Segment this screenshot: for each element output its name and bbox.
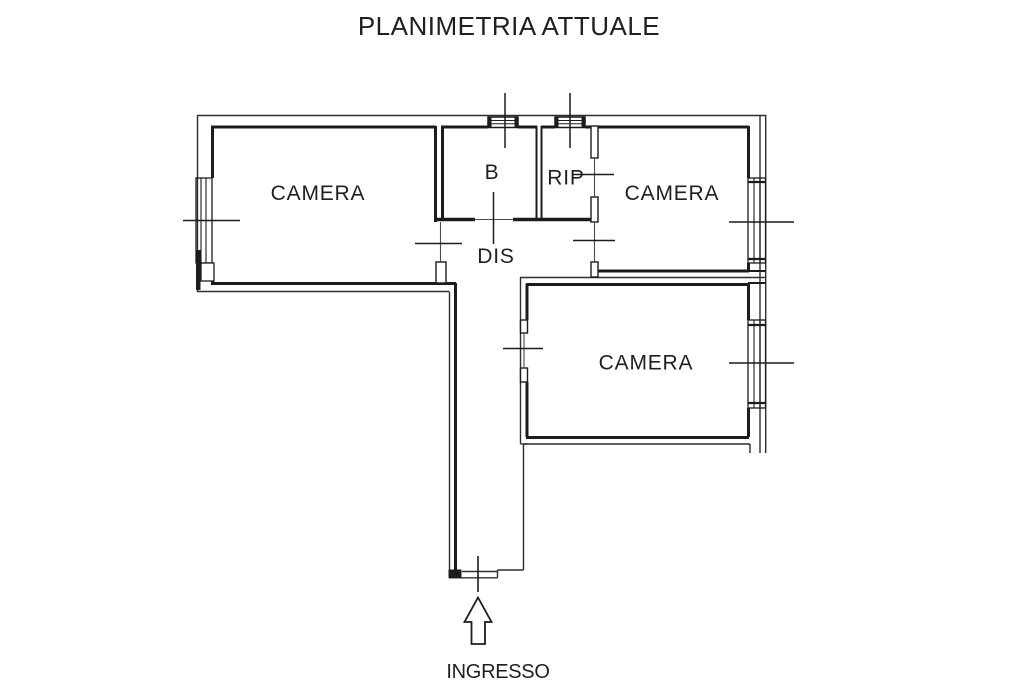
room-label-ripostiglio: RIP	[547, 167, 584, 190]
entrance-up-arrow-icon	[462, 595, 494, 645]
door-jambs	[435, 125, 599, 383]
window-symbol-top-bagno	[487, 93, 519, 148]
window-symbol-right-top	[729, 177, 794, 264]
door-markers	[415, 173, 615, 592]
window-symbol-left	[183, 177, 240, 290]
page-title: PLANIMETRIA ATTUALE	[357, 11, 661, 41]
room-label-bagno: B	[485, 161, 500, 184]
room-label-camera-bottom-right: CAMERA	[599, 352, 694, 375]
room-label-camera-top-right: CAMERA	[625, 182, 720, 205]
room-label-camera-left: CAMERA	[271, 182, 366, 205]
room-label-disimpegno: DIS	[477, 245, 514, 268]
window-symbol-right-bottom	[729, 319, 794, 409]
door-opening-lines	[439, 158, 596, 368]
window-symbol-top-rip	[554, 93, 586, 148]
walls	[211, 125, 766, 570]
entrance-label: INGRESSO	[446, 661, 549, 683]
entrance-sill	[448, 569, 462, 578]
